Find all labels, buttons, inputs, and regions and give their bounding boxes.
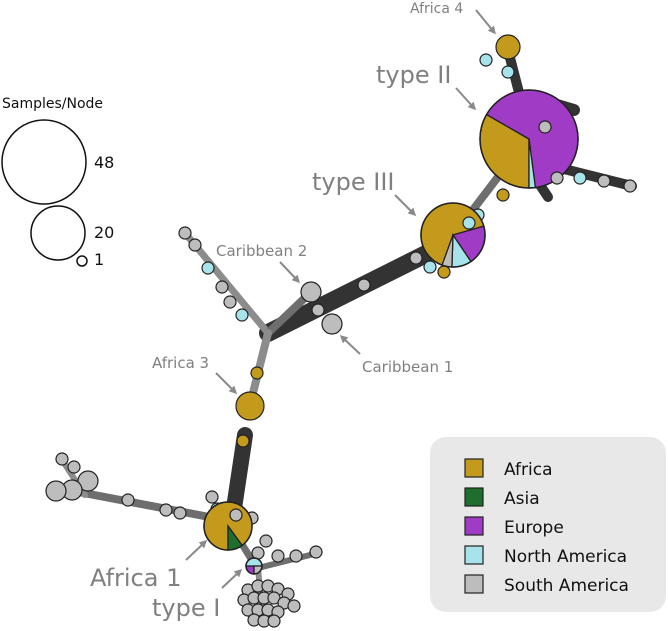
size-key-value: 48 (94, 153, 114, 172)
node (501, 65, 515, 79)
label-africa-3: Africa 3 (152, 354, 209, 372)
node (159, 503, 173, 517)
node (188, 238, 202, 252)
node-caribbean-2 (300, 281, 322, 303)
node (77, 470, 99, 492)
edge (255, 550, 321, 571)
node (236, 434, 250, 448)
node (311, 303, 325, 317)
size-key-value: 1 (94, 250, 104, 269)
edge (64, 486, 229, 524)
node (409, 251, 423, 265)
node (215, 280, 229, 294)
label-type-1: type I (152, 594, 220, 622)
arrow (279, 261, 301, 284)
pie-outline (245, 557, 263, 575)
node (309, 545, 323, 559)
arrow (185, 539, 208, 561)
legend: Africa Asia Europe North America South A… (430, 437, 666, 612)
size-key-circle-20 (30, 205, 86, 261)
node (573, 171, 587, 185)
legend-label: South America (504, 576, 629, 596)
pie-outline (479, 89, 579, 189)
node (201, 261, 215, 275)
node (251, 546, 265, 560)
legend-swatch-europe (464, 516, 484, 536)
node-type-1-pie (245, 557, 263, 575)
node (235, 308, 249, 322)
node (121, 493, 135, 507)
arrow (475, 9, 496, 35)
network-small-nodes (45, 34, 637, 628)
size-key-circle-48 (1, 119, 87, 205)
edge (225, 427, 253, 523)
node (173, 506, 187, 520)
edge (264, 289, 314, 337)
legend-label: Europe (504, 518, 564, 538)
legend-swatch-asia (464, 487, 484, 507)
legend-item: Asia (464, 487, 540, 509)
node (55, 452, 69, 466)
label-caribbean-1: Caribbean 1 (362, 358, 453, 376)
node (259, 534, 273, 548)
legend-label: Africa (504, 460, 553, 480)
arrow (455, 87, 477, 111)
node-caribbean-1 (321, 313, 343, 335)
node (462, 216, 476, 230)
legend-label: North America (504, 547, 627, 567)
node-africa-1-pie (203, 501, 253, 551)
node (229, 508, 243, 522)
node (178, 226, 192, 240)
legend-item: South America (464, 574, 629, 596)
node-africa-4 (495, 34, 521, 60)
node (357, 278, 371, 292)
legend-background (430, 437, 666, 612)
node (479, 53, 493, 67)
node (550, 171, 564, 185)
node (496, 188, 510, 202)
node (267, 614, 281, 628)
annotation-arrows (185, 9, 496, 589)
label-type-2: type II (376, 61, 451, 89)
label-type-3: type III (312, 168, 394, 196)
node (223, 295, 237, 309)
label-africa-1: Africa 1 (90, 564, 181, 592)
label-africa-4: Africa 4 (410, 1, 463, 17)
arrow (339, 334, 361, 355)
legend-swatch-north-america (464, 545, 484, 565)
legend-item: North America (464, 545, 627, 567)
node (623, 179, 637, 193)
node (597, 174, 611, 188)
node-type-2-pie (479, 89, 579, 189)
node (271, 549, 285, 563)
node (423, 260, 437, 274)
legend-item: Africa (464, 458, 553, 480)
size-key-title: Samples/Node (2, 96, 103, 112)
pie-outline (203, 501, 253, 551)
node-type-3-pie (420, 202, 486, 268)
size-key: Samples/Node 48 20 1 (1, 96, 114, 269)
label-caribbean-2: Caribbean 2 (216, 242, 307, 260)
legend-swatch-south-america (464, 574, 484, 594)
node (538, 120, 552, 134)
arrow (394, 194, 417, 217)
node (250, 366, 264, 380)
legend-label: Asia (504, 489, 540, 509)
legend-swatch-africa (464, 458, 484, 478)
edge (555, 163, 637, 191)
pie-outline (420, 202, 486, 268)
node (437, 265, 451, 279)
size-key-circle-1 (76, 255, 88, 267)
node (67, 460, 81, 474)
size-key-value: 20 (94, 223, 114, 242)
arrow (215, 372, 238, 395)
node (45, 480, 67, 502)
arrow (221, 568, 243, 589)
node (287, 599, 301, 613)
legend-item: Europe (464, 516, 564, 538)
node (205, 490, 219, 504)
node (289, 549, 303, 563)
node-africa-3 (235, 391, 265, 421)
